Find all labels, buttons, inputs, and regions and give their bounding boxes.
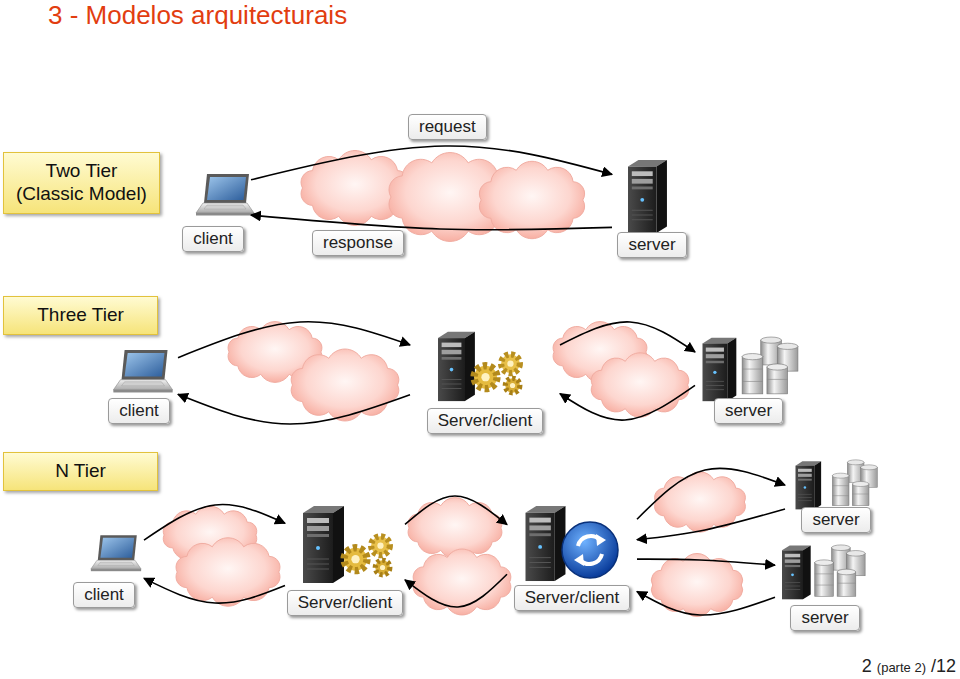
network-arrow	[251, 215, 612, 230]
laptop-icon	[113, 350, 172, 392]
laptop-icon	[91, 535, 141, 571]
page-label: (parte 2)	[877, 660, 926, 675]
network-arrow	[560, 385, 695, 420]
database-icon	[832, 460, 877, 506]
network-arrow	[251, 146, 612, 180]
gears-icon	[344, 536, 390, 574]
sync-icon	[562, 522, 618, 578]
network-arrow	[405, 496, 507, 525]
network-arrow	[637, 468, 785, 519]
host-label: server	[617, 232, 686, 258]
tier-label: Two Tier (Classic Model)	[14, 160, 149, 206]
network-arrow	[178, 394, 410, 424]
server-icon	[526, 506, 566, 581]
host-label: server	[714, 398, 783, 424]
network-cloud	[408, 498, 502, 559]
host-node: server	[785, 458, 887, 533]
page-number: 2 (parte 2) /12	[862, 656, 956, 677]
tier-label: Three Tier	[14, 304, 147, 327]
page-label: /12	[931, 656, 956, 677]
host-label: server	[790, 605, 859, 631]
network-cloud	[479, 161, 584, 238]
network-arrow	[144, 578, 285, 603]
network-arrow	[637, 592, 775, 616]
network-arrow	[144, 505, 285, 541]
tier-label: N Tier	[14, 460, 147, 483]
laptop-icon	[196, 174, 254, 216]
edge-label: request	[408, 114, 487, 140]
network-arrow	[637, 509, 785, 540]
network-arrow	[178, 322, 410, 358]
host-label: client	[73, 582, 135, 608]
host-label: Server/client	[427, 408, 543, 434]
server-icon	[628, 160, 667, 233]
host-label: Server/client	[287, 590, 403, 616]
host-node: Server/client	[507, 503, 637, 611]
server-icon	[782, 545, 811, 599]
host-node: server	[695, 334, 802, 424]
gears-icon	[474, 354, 520, 392]
network-arrow	[405, 574, 507, 607]
tier-box: N Tier	[3, 452, 158, 491]
server-icon	[796, 461, 822, 509]
host-node: client	[100, 346, 178, 424]
host-node: Server/client	[285, 503, 405, 616]
network-cloud	[291, 349, 399, 421]
database-icon	[815, 545, 865, 596]
network-cloud	[176, 538, 280, 606]
page-label: 2	[862, 656, 872, 677]
network-arrow	[560, 322, 695, 352]
database-icon	[742, 337, 798, 394]
server-icon	[303, 506, 344, 583]
server-icon	[703, 338, 737, 402]
slide-title: 3 - Modelos arquitecturais	[48, 0, 347, 31]
network-cloud	[413, 549, 511, 615]
host-label: client	[108, 398, 170, 424]
host-node: client	[175, 170, 251, 252]
edge-label: response	[312, 230, 404, 256]
host-node: Server/client	[410, 328, 560, 434]
host-label: Server/client	[514, 585, 630, 611]
network-cloud	[591, 353, 689, 417]
tier-box: Two Tier (Classic Model)	[3, 152, 160, 214]
network-clouds	[163, 151, 745, 617]
host-label: client	[182, 226, 244, 252]
tier-box: Three Tier	[3, 296, 158, 335]
host-node: server	[775, 542, 875, 631]
server-icon	[438, 332, 475, 401]
network-arrow	[637, 559, 775, 565]
host-label: server	[801, 507, 870, 533]
host-node: client	[64, 530, 144, 608]
host-node: server	[612, 156, 692, 258]
network-cloud	[651, 553, 742, 616]
